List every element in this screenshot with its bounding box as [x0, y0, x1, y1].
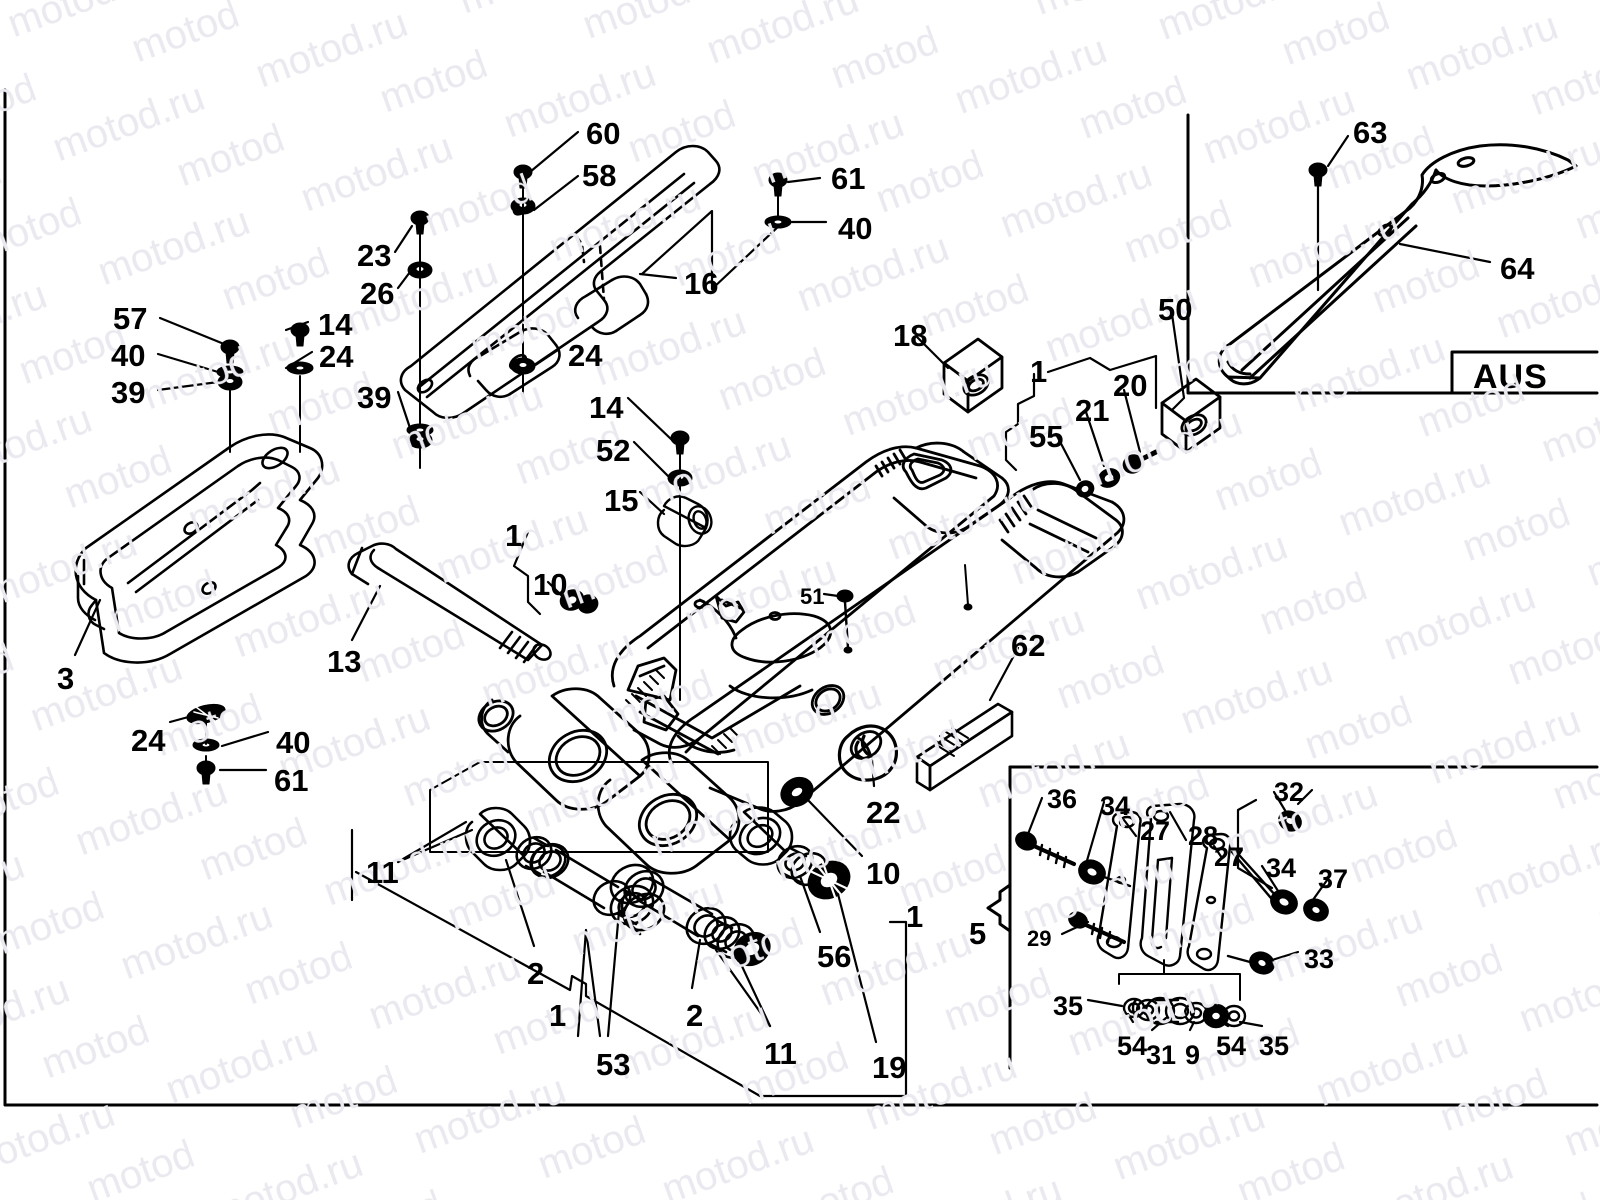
callout-number: 3 — [57, 661, 75, 696]
callout-number: 15 — [604, 483, 639, 518]
callout-number: 2 — [686, 998, 704, 1033]
callout-number: 10 — [533, 567, 568, 602]
callout-number: 21 — [1075, 393, 1110, 428]
callout-number: 23 — [357, 238, 392, 273]
callout-number: 60 — [586, 116, 621, 151]
callout-number: 35 — [1259, 1031, 1290, 1061]
callout-number: 37 — [1318, 864, 1349, 894]
callout-number: 27 — [1214, 842, 1245, 872]
callout-number: 61 — [831, 161, 866, 196]
callout-number: 57 — [113, 301, 148, 336]
callout-number: 34 — [1100, 791, 1131, 821]
callout-number: 16 — [684, 266, 719, 301]
callout-number: 11 — [764, 1036, 797, 1071]
callout-number: 36 — [1047, 784, 1078, 814]
callout-number: 29 — [1027, 926, 1052, 951]
callout-number: 64 — [1500, 251, 1535, 286]
callout-number: 58 — [582, 158, 617, 193]
callout-number: 14 — [589, 390, 624, 425]
callout-number: 56 — [817, 939, 852, 974]
callout-number: 39 — [357, 380, 392, 415]
callout-number: 24 — [319, 339, 354, 374]
callout-number: 24 — [568, 338, 603, 373]
callout-number: 24 — [131, 723, 166, 758]
callout-number: 61 — [274, 763, 309, 798]
callout-number: 50 — [1158, 292, 1193, 327]
callout-number: 20 — [1113, 368, 1148, 403]
callout-number: 35 — [1053, 991, 1084, 1021]
callout-number: 53 — [596, 1047, 631, 1082]
callout-number: 62 — [1011, 628, 1046, 663]
callout-number: 5 — [969, 916, 987, 951]
callout-number: 14 — [318, 307, 353, 342]
callout-number: 1 — [549, 998, 567, 1033]
callout-number: 40 — [838, 211, 873, 246]
callout-number: 26 — [360, 276, 395, 311]
callout-number: 31 — [1146, 1040, 1177, 1070]
callout-number: 40 — [276, 725, 311, 760]
callout-number: 34 — [1266, 853, 1297, 883]
callout-number: 27 — [1140, 816, 1171, 846]
callout-number: 1 — [505, 518, 523, 553]
callout-number: 19 — [872, 1050, 907, 1085]
callout-number: 2 — [527, 956, 545, 991]
callout-number: 1 — [1030, 354, 1048, 389]
callout-number: 54 — [1117, 1031, 1148, 1061]
callout-number: 52 — [596, 433, 631, 468]
callout-number: 54 — [1216, 1031, 1247, 1061]
callout-number: 55 — [1029, 419, 1064, 454]
callout-number: 11 — [366, 855, 399, 890]
callout-number: 63 — [1353, 115, 1388, 150]
callout-number: 33 — [1304, 944, 1335, 974]
callout-number: 1 — [906, 899, 924, 934]
callout-number: 39 — [111, 375, 146, 410]
callout-number: 51 — [800, 584, 825, 609]
callout-number: 32 — [1274, 777, 1305, 807]
callout-number: 18 — [893, 318, 928, 353]
callout-number: 10 — [866, 856, 901, 891]
callout-number: 9 — [1185, 1040, 1201, 1070]
callout-number: 22 — [866, 795, 901, 830]
callout-number: 40 — [111, 338, 146, 373]
callout-number: 13 — [327, 644, 362, 679]
